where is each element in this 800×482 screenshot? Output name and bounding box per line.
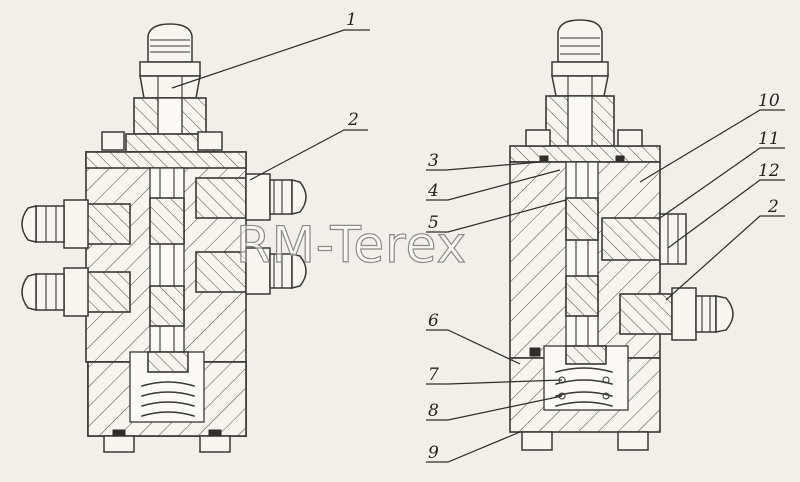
left-side-fitting-upper (195, 173, 307, 221)
callout-2-right: 2 (767, 197, 779, 217)
callout-5: 5 (428, 213, 439, 233)
left-side-fitting-lower (195, 247, 307, 295)
right-cover-plate (509, 129, 661, 163)
callout-10: 10 (758, 91, 780, 111)
right-plug-fitting (601, 213, 687, 265)
left-top-fitting (125, 23, 215, 153)
callout-labels: 1 2 3 4 5 6 7 8 9 10 11 12 2 (346, 10, 780, 463)
right-port-fitting (619, 287, 734, 341)
callout-7: 7 (428, 365, 439, 385)
right-lower-block (509, 345, 661, 451)
callout-8: 8 (428, 401, 439, 421)
callout-11: 11 (758, 129, 780, 149)
callout-2-left: 2 (347, 110, 359, 130)
callout-1: 1 (346, 10, 357, 30)
callout-4: 4 (427, 181, 439, 201)
callout-3: 3 (428, 151, 439, 171)
left-outer-fitting-upper (21, 199, 131, 249)
callout-12: 12 (758, 161, 780, 181)
callout-6: 6 (428, 311, 439, 331)
left-outer-fitting-lower (21, 267, 131, 317)
left-view (21, 23, 307, 453)
right-top-fitting (545, 19, 615, 147)
watermark: RM-Terex (236, 216, 467, 274)
leader-lines (171, 29, 785, 463)
right-view (509, 19, 734, 451)
callout-9: 9 (428, 443, 439, 463)
